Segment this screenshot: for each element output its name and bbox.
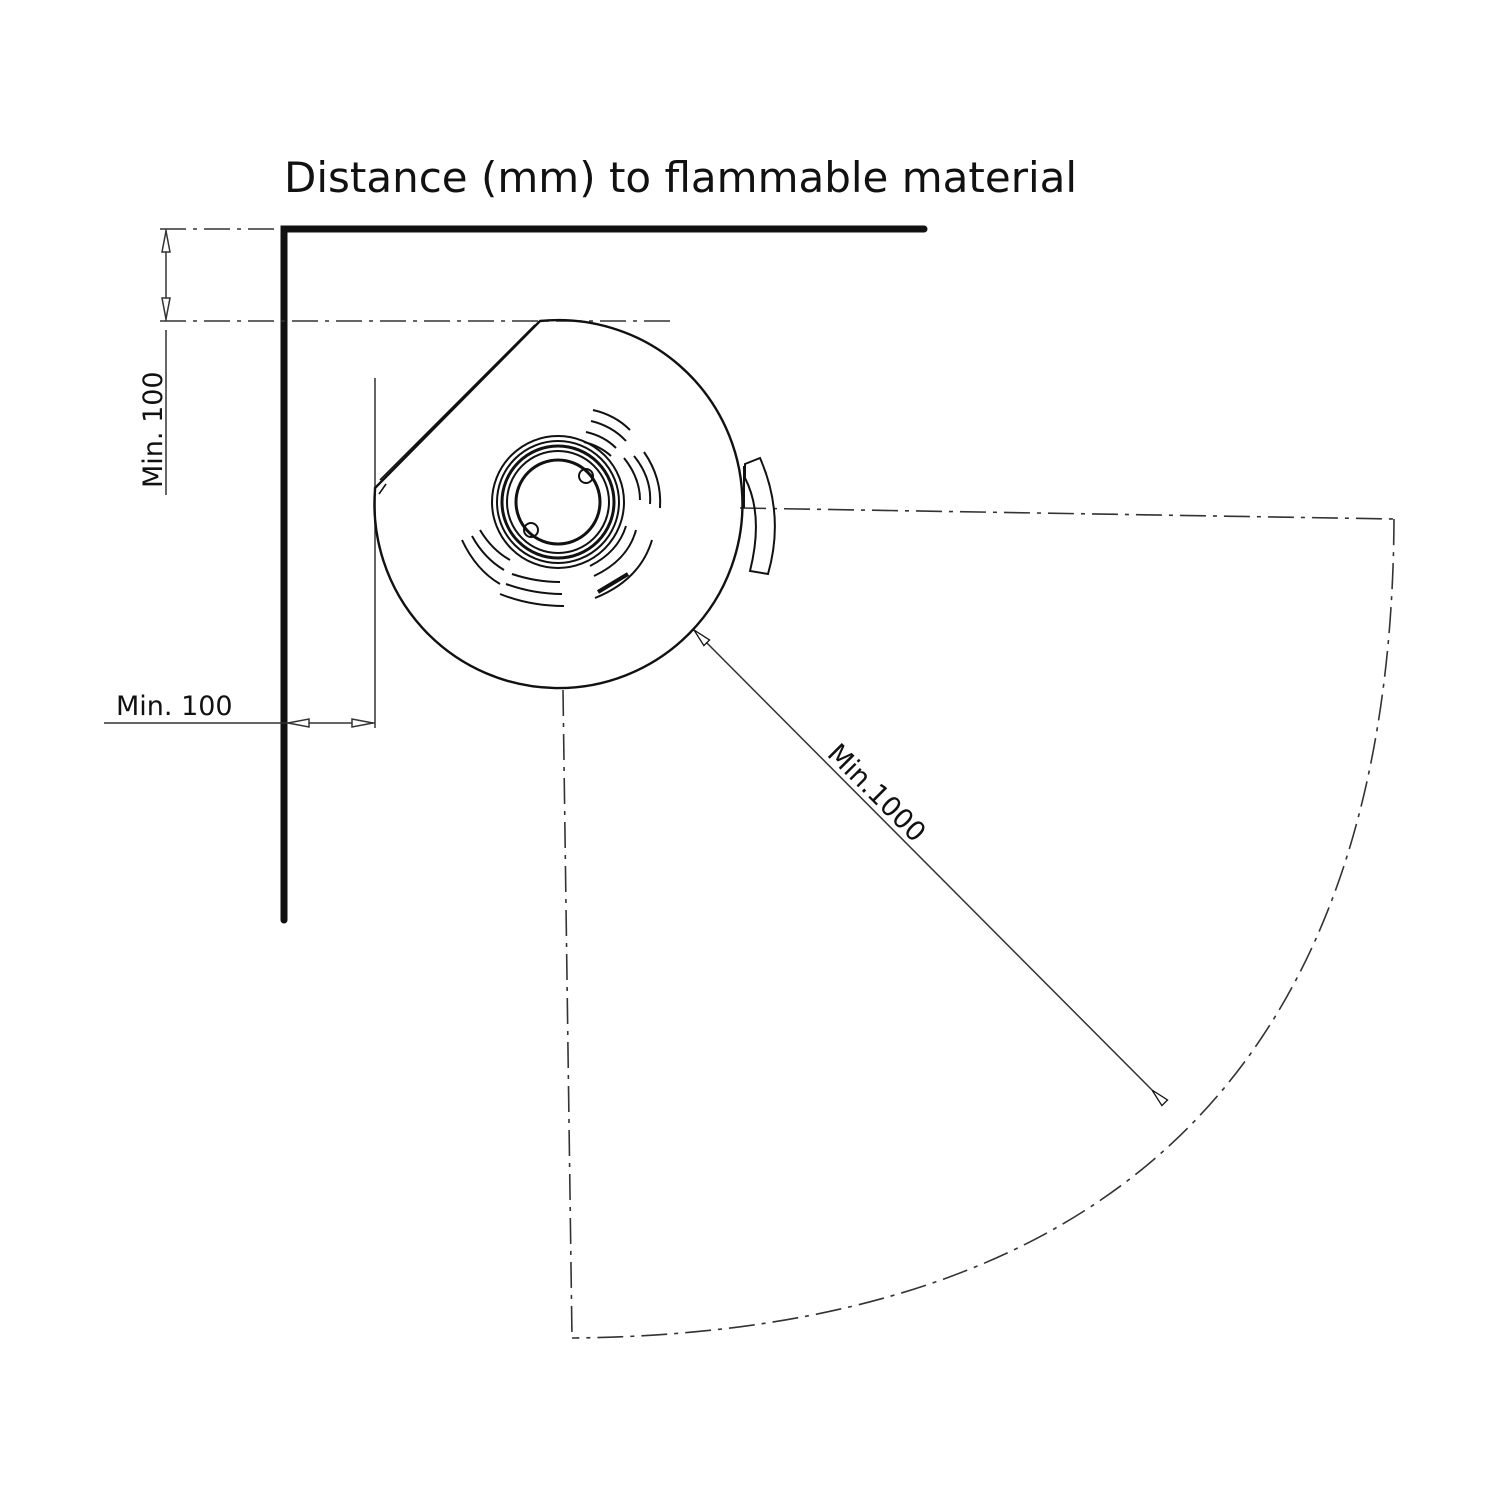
sector-right-radius bbox=[739, 507, 1395, 520]
side-clearance-dimension bbox=[104, 378, 376, 728]
flue-opening bbox=[514, 458, 602, 546]
stove-top-view bbox=[373, 318, 776, 690]
stove-outline bbox=[373, 318, 744, 690]
rear-clearance-label: Min. 100 bbox=[138, 371, 169, 488]
flue-outer-ring bbox=[491, 435, 625, 569]
rear-clearance-dimension bbox=[161, 229, 171, 495]
side-clearance-label: Min. 100 bbox=[116, 691, 233, 722]
sector-left-radius bbox=[562, 689, 573, 1339]
air-vent-slots bbox=[461, 409, 662, 607]
diagram-title: Distance (mm) to flammable material bbox=[284, 153, 1078, 202]
reference-lines bbox=[160, 228, 1395, 1339]
front-clearance-dimension bbox=[693, 629, 1169, 1107]
wall-corner bbox=[280, 225, 928, 924]
front-clearance-label: Min.1000 bbox=[821, 738, 931, 848]
sector-arc bbox=[571, 518, 1395, 1339]
stove-handle bbox=[744, 456, 776, 576]
